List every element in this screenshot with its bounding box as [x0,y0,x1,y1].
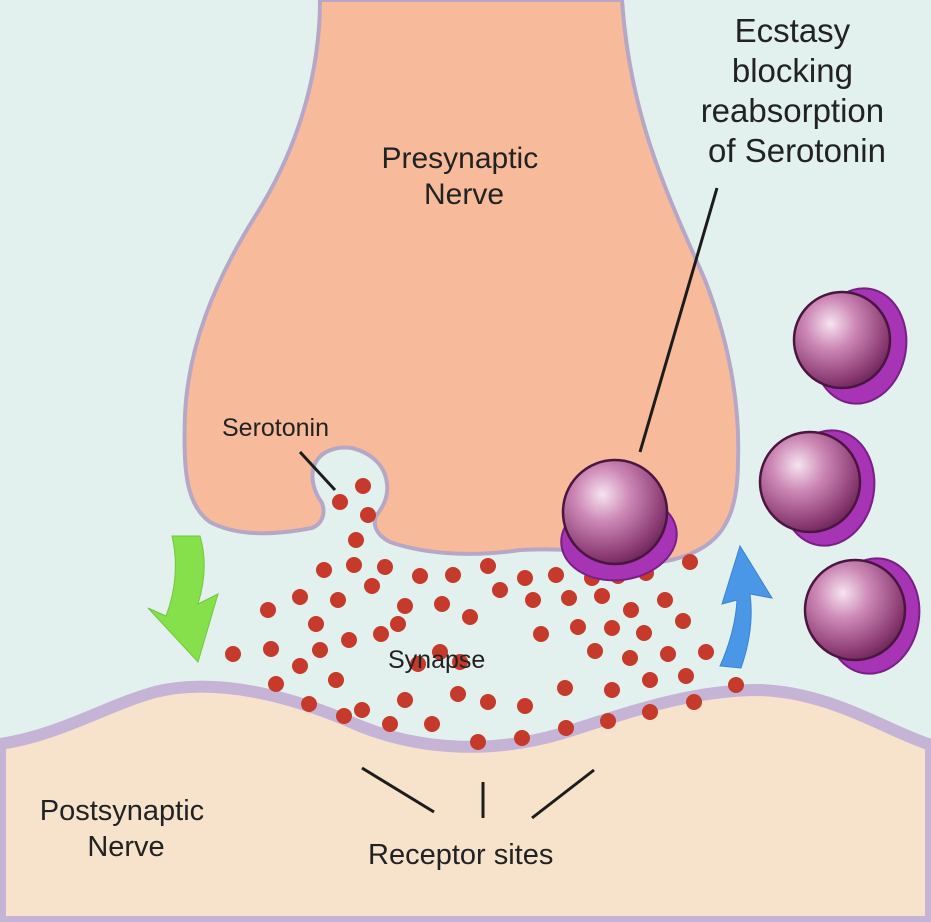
serotonin-dot-icon [480,694,496,710]
serotonin-dot-icon [330,592,346,608]
serotonin-dot-icon [533,626,549,642]
serotonin-dot-icon [432,644,448,660]
serotonin-dot-icon [517,570,533,586]
synapse-label: Synapse [388,646,485,674]
serotonin-dot-icon [354,702,370,718]
serotonin-dot-icon [312,642,328,658]
serotonin-dot-icon [600,713,616,729]
serotonin-molecules [225,478,744,750]
serotonin-dot-icon [332,494,348,510]
receptor-leader-line-left [361,766,435,814]
serotonin-dot-icon [268,676,284,692]
serotonin-dot-icon [660,646,676,662]
serotonin-dot-icon [308,616,324,632]
serotonin-dot-icon [348,532,364,548]
serotonin-dot-icon [558,720,574,736]
serotonin-dot-icon [390,616,406,632]
serotonin-dot-icon [548,567,564,583]
ecstasy-molecules [560,287,921,675]
serotonin-dot-icon [263,641,279,657]
serotonin-dot-icon [587,643,603,659]
serotonin-dot-icon [517,698,533,714]
serotonin-dot-icon [686,694,702,710]
serotonin-dot-icon [636,625,652,641]
serotonin-dot-icon [373,626,389,642]
presynaptic-label: Presynaptic Nerve [381,142,546,211]
serotonin-dot-icon [355,478,371,494]
serotonin-dot-icon [382,716,398,732]
serotonin-dot-icon [462,609,478,625]
serotonin-dot-icon [682,554,698,570]
ecstasy-label: Ecstasy blocking reabsorption of Seroton… [701,12,894,169]
serotonin-dot-icon [336,708,352,724]
serotonin-dot-icon [397,598,413,614]
serotonin-dot-icon [397,692,413,708]
serotonin-dot-icon [698,644,714,660]
ecstasy-molecule-icon [803,557,921,675]
postsynaptic-label: Postsynaptic Nerve [40,795,212,863]
serotonin-dot-icon [450,686,466,702]
serotonin-dot-icon [492,582,508,598]
serotonin-dot-icon [301,696,317,712]
serotonin-dot-icon [260,602,276,618]
serotonin-dot-icon [525,592,541,608]
serotonin-dot-icon [292,589,308,605]
serotonin-dot-icon [377,559,393,575]
serotonin-dot-icon [346,557,362,573]
serotonin-dot-icon [642,704,658,720]
serotonin-dot-icon [434,596,450,612]
presynaptic-nerve [182,0,741,565]
serotonin-dot-icon [360,507,376,523]
serotonin-dot-icon [292,658,308,674]
serotonin-dot-icon [604,682,620,698]
serotonin-leader-line [298,450,337,492]
serotonin-dot-icon [424,716,440,732]
serotonin-dot-icon [623,602,639,618]
serotonin-dot-icon [657,592,673,608]
ecstasy-molecule-icon [758,429,876,547]
serotonin-dot-icon [412,568,428,584]
serotonin-dot-icon [316,562,332,578]
serotonin-dot-icon [594,588,610,604]
serotonin-label: Serotonin [222,414,329,442]
ecstasy-body [561,458,669,566]
receptor-leader-line-right [531,768,595,820]
serotonin-dot-icon [225,646,241,662]
up-arrow-icon [719,544,774,669]
ecstasy-body [758,430,862,534]
serotonin-dot-icon [642,672,658,688]
down-arrow-icon [147,535,219,663]
serotonin-dot-icon [470,734,486,750]
serotonin-dot-icon [675,613,691,629]
receptor-sites-label: Receptor sites [368,839,553,871]
serotonin-dot-icon [364,578,380,594]
serotonin-dot-icon [622,650,638,666]
serotonin-dot-icon [678,668,694,684]
serotonin-dot-icon [480,558,496,574]
serotonin-dot-icon [514,730,530,746]
ecstasy-leader-line [638,187,719,453]
ecstasy-molecule-icon [560,458,678,582]
ecstasy-body [803,558,907,662]
ecstasy-molecule-icon [792,287,908,405]
serotonin-dot-icon [341,632,357,648]
serotonin-dot-icon [445,567,461,583]
serotonin-dot-icon [410,656,426,672]
serotonin-dot-icon [570,619,586,635]
serotonin-dot-icon [557,680,573,696]
serotonin-dot-icon [561,590,577,606]
ecstasy-body [792,290,892,390]
serotonin-dot-icon [328,672,344,688]
serotonin-dot-icon [452,654,468,670]
serotonin-dot-icon [728,677,744,693]
serotonin-dot-icon [604,620,620,636]
